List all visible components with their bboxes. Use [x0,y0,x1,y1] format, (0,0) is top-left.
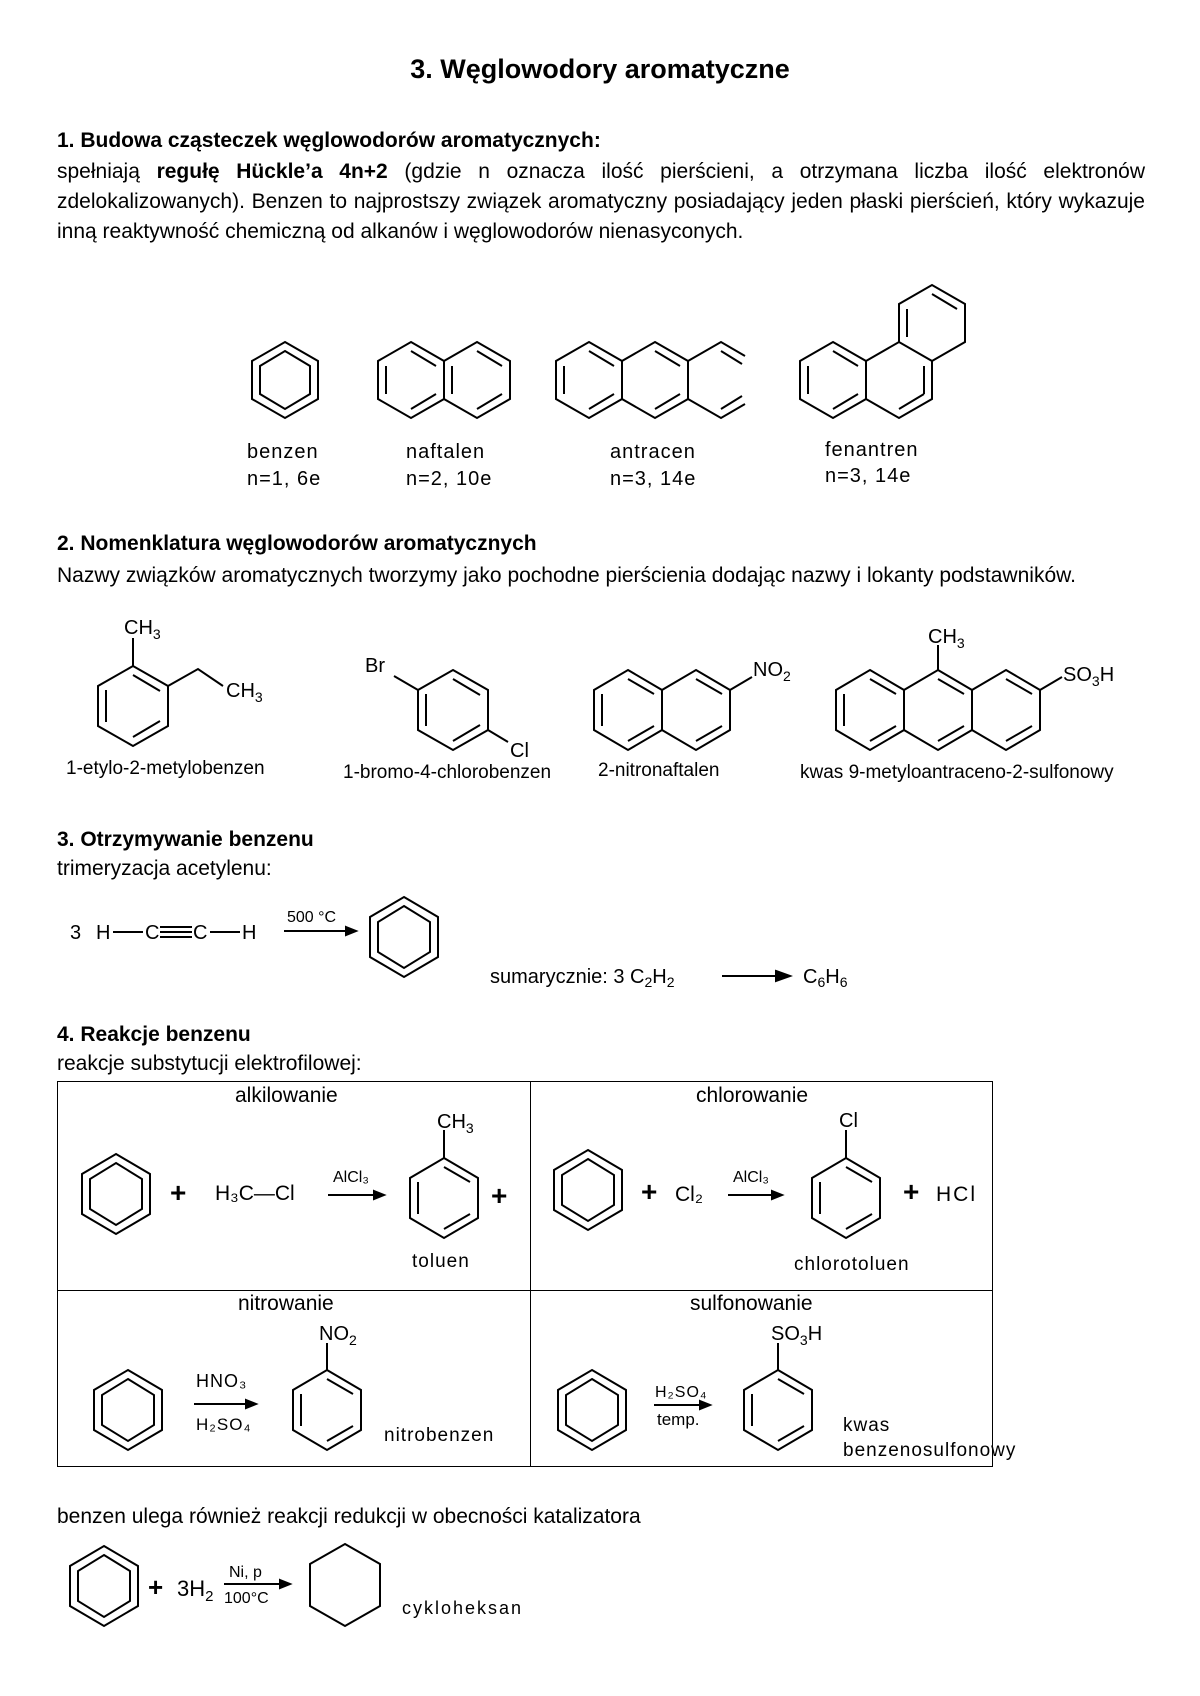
table-divider [58,1290,992,1291]
compound-formula-naftalen: n=2, 10e [406,468,493,490]
benzene-ring [251,340,319,420]
chlorowanie-catalyst: AlCl₃ [733,1169,769,1186]
so3h-label: SO3H [1063,664,1114,689]
cl-label: Cl [839,1110,858,1132]
reduction-benzene [69,1544,139,1628]
benzenesulfonic-acid-structure: SO3H [743,1323,822,1452]
hydrogen-reagent: 3H2 [177,1576,213,1605]
no2-label: NO2 [319,1323,357,1348]
condition-500c: 500 °C [287,909,336,926]
kwas-label: kwas [843,1415,890,1436]
compound-formula-benzen: n=1, 6e [247,468,322,490]
section2-heading: 2. Nomenklatura węglowodorów aromatyczny… [57,532,537,555]
compound-name-fenantren: fenantren [825,439,919,461]
plus-sign: + [641,1176,657,1207]
plus-sign: + [170,1177,186,1208]
phenanthrene-rings [799,283,966,420]
compound-name-benzen: benzen [247,441,319,463]
section3-subheading: trimeryzacja acetylenu: [57,857,272,880]
ethylmethylbenzene-structure: CH3 CH3 [97,617,263,748]
anthracene-rings [555,340,746,420]
hcl-byproduct: HCl [936,1183,977,1206]
sulfonowanie-reagent-bottom: temp. [657,1410,700,1429]
nitrowanie-reagent-bottom: H₂SO₄ [196,1415,251,1434]
ch3-label: CH3 [928,626,965,651]
nitrowanie-title: nitrowanie [238,1292,334,1315]
nitrowanie-reagent-top: HNO₃ [196,1371,247,1391]
chlorowanie-benzene [553,1148,623,1232]
plus-sign: + [903,1176,919,1207]
no2-label: NO2 [753,659,791,684]
methylanthracenesulfonic-structure: CH3 SO3H [835,626,1114,752]
naphthalene-rings [377,340,511,420]
page-title: 3. Węglowodory aromatyczne [410,54,790,84]
example-name-2: 1-bromo-4-chlorobenzen [343,762,552,783]
benzene-product [369,895,439,979]
benzenosulfonowy-label: benzenosulfonowy [843,1440,1016,1461]
section1-paragraph: spełniają regułę Hückle’a 4n+2 (gdzie n … [57,157,1145,247]
example-name-3: 2-nitronaftalen [598,760,720,781]
hydrogen-right: H [242,922,256,944]
reduction-condition-bottom: 100°C [224,1590,269,1607]
section1-text-post: (gdzie n oznacza ilość pierścieni, a otr… [57,160,1145,243]
cyclohexane-structure [309,1542,381,1628]
acetylene-trimerization: 3 H C C H 500 °C sumarycznie: 3 C2H2 C6H… [70,895,848,990]
ch3-label: CH3 [124,617,161,642]
huckle-rule: regułę Hückle’a 4n+2 [156,160,388,183]
nitrowanie-benzene [93,1368,163,1452]
section4-subheading: reakcje substytucji elektrofilowej: [57,1052,362,1075]
cl-label: Cl [510,740,529,762]
compound-name-antracen: antracen [610,441,696,463]
summary-reaction: sumarycznie: 3 C2H2 [490,966,675,990]
section1-heading: 1. Budowa cząsteczek węglowodorów aromat… [57,129,601,152]
br-label: Br [365,655,385,677]
bromochlorobenzene-structure: Br Cl [365,655,529,762]
compound-formula-antracen: n=3, 14e [610,468,697,490]
compound-formula-fenantren: n=3, 14e [825,465,912,487]
sulfonowanie-benzene [557,1368,627,1452]
carbon-1: C [145,922,159,944]
section4-heading: 4. Reakcje benzenu [57,1023,251,1046]
sulfonowanie-title: sulfonowanie [690,1292,813,1315]
section3-heading: 3. Otrzymywanie benzenu [57,828,314,851]
alkilowanie-catalyst: AlCl₃ [333,1169,369,1186]
reduction-text: benzen ulega również reakcji redukcji w … [57,1505,641,1528]
ch3-label: CH3 [226,680,263,705]
plus-sign: + [148,1572,163,1602]
plus-sign: + [491,1180,507,1211]
nitronaphthalene-structure: NO2 [593,659,791,752]
cykloheksan-label: cykloheksan [402,1598,523,1618]
compound-name-naftalen: naftalen [406,441,486,463]
chlorowanie-reagent: Cl₂ [675,1183,703,1206]
section2-paragraph: Nazwy związków aromatycznych tworzymy ja… [57,564,1076,587]
reduction-condition-top: Ni, p [229,1564,262,1581]
section1-text-pre: spełniają [57,160,157,183]
hydrogen-left: H [96,922,110,944]
ch3-label: CH3 [437,1111,474,1136]
chlorowanie-title: chlorowanie [696,1084,809,1107]
example-name-4: kwas 9-metyloantraceno-2-sulfonowy [800,762,1114,783]
nitrobenzen-label: nitrobenzen [384,1425,494,1446]
nomenclature-structures: CH3 CH3 Br Cl NO2 CH3 [97,617,1114,762]
reactions-table [57,1081,993,1467]
toluene-structure: CH3 [409,1111,479,1240]
alkilowanie-benzene [81,1152,151,1236]
alkilowanie-reagent: H₃C—Cl [215,1182,295,1205]
chlorobenzene-structure: Cl [811,1110,881,1240]
nitrobenzene-structure: NO2 [292,1323,362,1452]
toluen-label: toluen [412,1251,470,1272]
so3h-label: SO3H [771,1323,822,1348]
sulfonowanie-reagent-top: H₂SO₄ [655,1384,707,1401]
coefficient: 3 [70,922,81,944]
example-name-1: 1-etylo-2-metylobenzen [66,758,265,779]
benzene-structure [251,283,966,420]
summary-product: C6H6 [803,966,848,990]
alkilowanie-title: alkilowanie [235,1084,338,1107]
carbon-2: C [193,922,207,944]
chlorotoluen-label: chlorotoluen [794,1254,910,1275]
table-divider [530,1082,531,1466]
